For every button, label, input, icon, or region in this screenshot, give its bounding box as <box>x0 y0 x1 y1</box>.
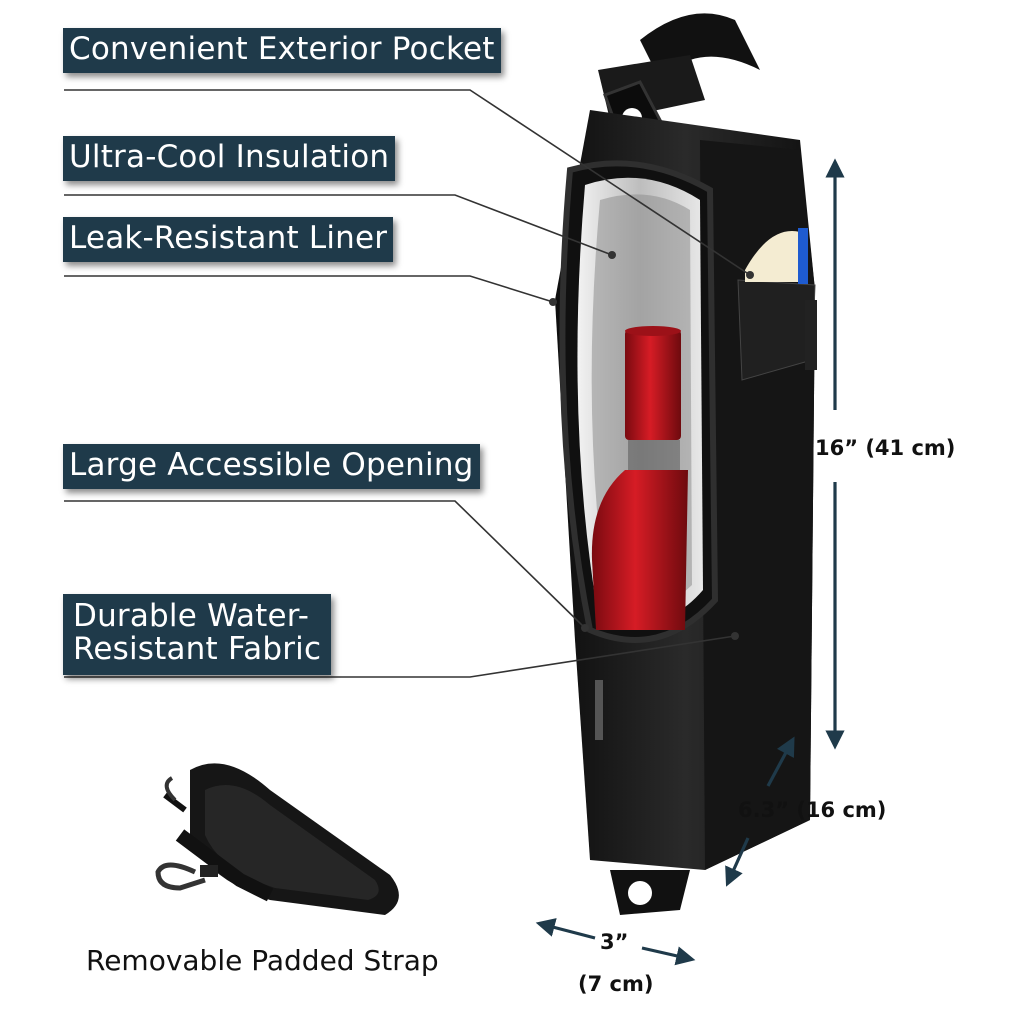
leader-insulation <box>64 194 613 256</box>
width-arrow-right <box>641 946 696 966</box>
callout-exterior-pocket: Convenient Exterior Pocket <box>63 28 501 73</box>
strap-caption: Removable Padded Strap <box>86 944 439 977</box>
leader-liner <box>64 275 554 303</box>
padded-strap-illustration <box>155 763 399 915</box>
depth-dimension-label: 6.3” (16 cm) <box>738 798 887 822</box>
leader-opening <box>64 500 586 629</box>
wine-bottle <box>591 326 688 630</box>
callout-insulation: Ultra-Cool Insulation <box>63 136 396 181</box>
callout-fabric: Durable Water- Resistant Fabric <box>63 594 332 675</box>
wine-bag-body <box>555 110 817 915</box>
callout-liner: Leak-Resistant Liner <box>63 217 394 262</box>
depth-arrow-down <box>725 837 750 887</box>
leader-fabric <box>64 635 736 678</box>
width-dimension-label-in: 3” <box>600 930 629 954</box>
width-dimension-label-cm: (7 cm) <box>578 972 654 996</box>
width-arrow-left <box>535 918 596 940</box>
callout-opening: Large Accessible Opening <box>63 444 480 489</box>
leader-exterior-pocket <box>64 89 751 276</box>
depth-arrow-up <box>766 736 795 787</box>
height-dimension-label: 16” (41 cm) <box>815 436 956 460</box>
